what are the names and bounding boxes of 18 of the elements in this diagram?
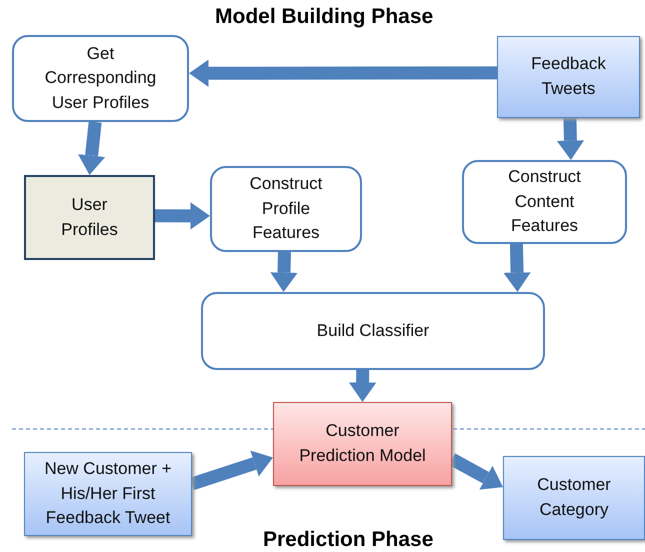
title: Model Building Phase [215, 5, 434, 29]
model-box: Customer Prediction Model [273, 402, 452, 486]
block-arrow [189, 60, 498, 87]
data-box: User Profiles [24, 175, 155, 260]
block-arrow [155, 202, 210, 230]
input-box: Feedback Tweets [497, 36, 640, 118]
block-arrow [348, 370, 376, 402]
input-box: Customer Category [503, 456, 645, 540]
process-box: Build Classifier [201, 292, 545, 370]
block-arrow [78, 121, 106, 175]
input-box: New Customer + His/Her First Feedback Tweet [24, 452, 192, 536]
block-arrow [556, 118, 584, 160]
block-arrow [503, 244, 531, 292]
process-box: Construct Content Features [462, 160, 627, 244]
phase-heading: Prediction Phase [263, 528, 434, 552]
block-arrow [270, 252, 298, 292]
process-box: Construct Profile Features [210, 166, 362, 252]
process-box: Get Corresponding User Profiles [12, 35, 189, 122]
